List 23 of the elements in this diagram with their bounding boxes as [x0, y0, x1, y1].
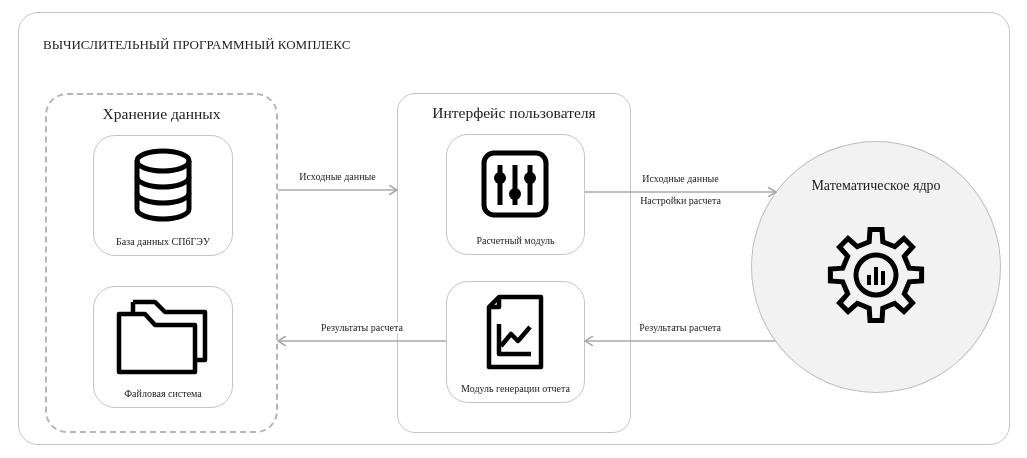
module-caption: Расчетный модуль [475, 235, 556, 246]
module-caption: Файловая система [123, 388, 203, 399]
module-card [446, 281, 585, 403]
group-title: Хранение данных [101, 105, 222, 123]
edge-label: Результаты расчета [319, 322, 405, 333]
module-card [446, 134, 585, 255]
panel-title: ВЫЧИСЛИТЕЛЬНЫЙ ПРОГРАММНЫЙ КОМПЛЕКС [43, 37, 351, 53]
edge-label: Исходные данные [640, 173, 721, 184]
arrow [584, 186, 777, 198]
arrow [277, 184, 398, 196]
dashed-group-frame [45, 93, 278, 433]
edge-label: Исходные данные [297, 171, 378, 182]
edge-note: Настройки расчета [638, 195, 723, 206]
edge-label: Результаты расчета [637, 322, 723, 333]
core-title: Математическое ядро [810, 178, 942, 194]
group-title: Интерфейс пользователя [431, 104, 597, 122]
module-card [93, 135, 233, 256]
arrow [584, 335, 776, 347]
arrow [277, 335, 447, 347]
module-card [93, 286, 233, 408]
panel-frame [18, 12, 1010, 445]
module-caption: База данных СПбГЭУ [115, 236, 211, 247]
module-caption: Модуль генерации отчета [460, 383, 571, 394]
